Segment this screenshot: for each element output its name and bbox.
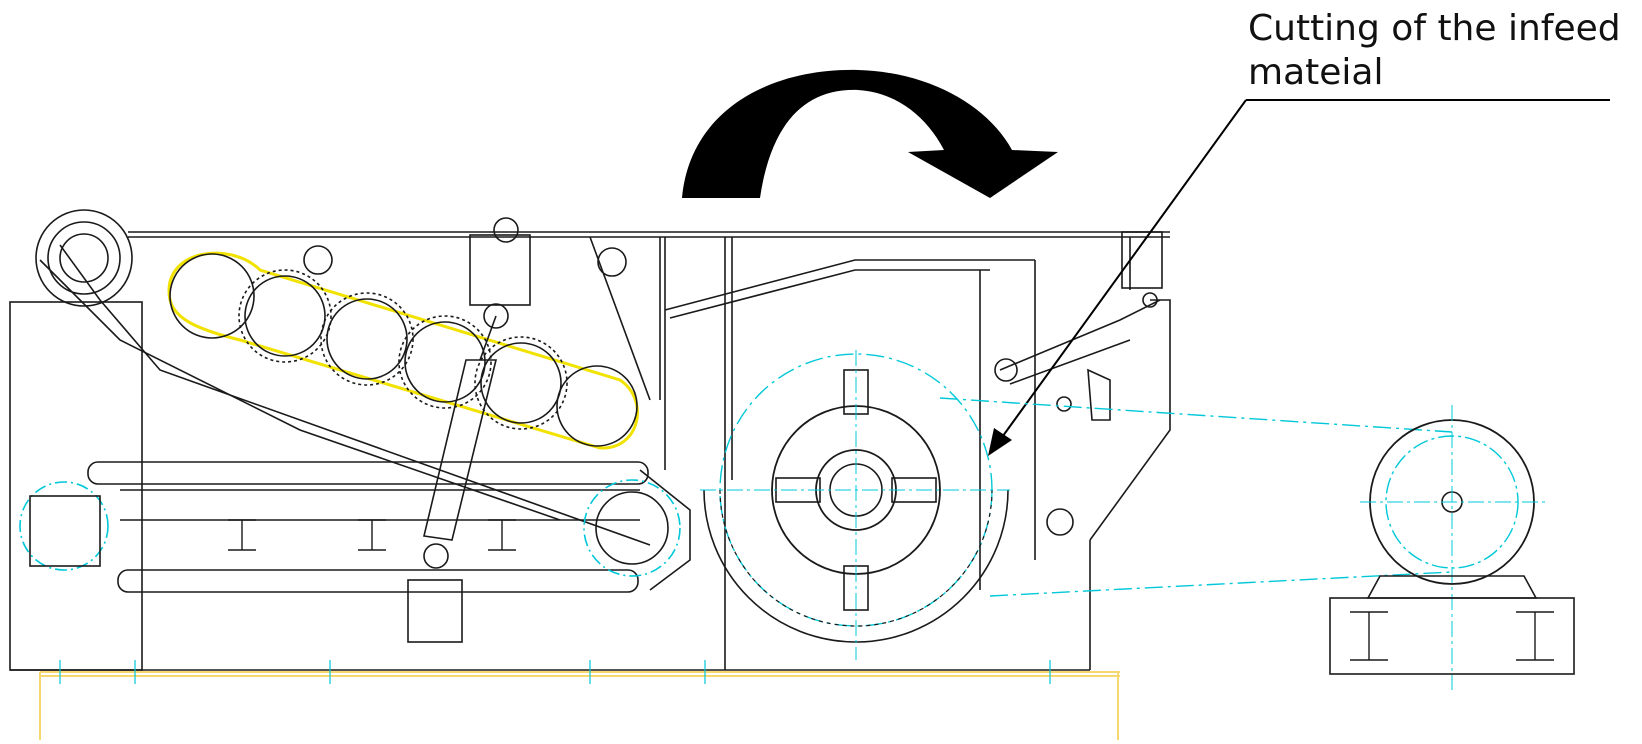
centerline-ticks xyxy=(59,660,1051,684)
annotation-arrowhead xyxy=(988,428,1012,456)
conveyor-chains xyxy=(19,461,691,593)
annotation-line-1: Cutting of the infeed xyxy=(1248,8,1621,49)
anvil-mechanism xyxy=(994,231,1163,536)
annotation-line-2: mateial xyxy=(1248,52,1384,93)
rotor-drum xyxy=(700,350,1010,660)
drive-belt-lines xyxy=(939,397,1453,597)
rotation-arrow xyxy=(682,69,1058,198)
annotation-leader xyxy=(999,99,1610,441)
feed-belt xyxy=(167,251,639,450)
electric-motor xyxy=(1329,405,1575,690)
main-frame xyxy=(9,231,1171,671)
ground-line xyxy=(39,671,1120,740)
i-beams xyxy=(228,519,516,551)
hydraulic-cylinder xyxy=(407,217,531,643)
infeed-hopper xyxy=(35,209,661,546)
